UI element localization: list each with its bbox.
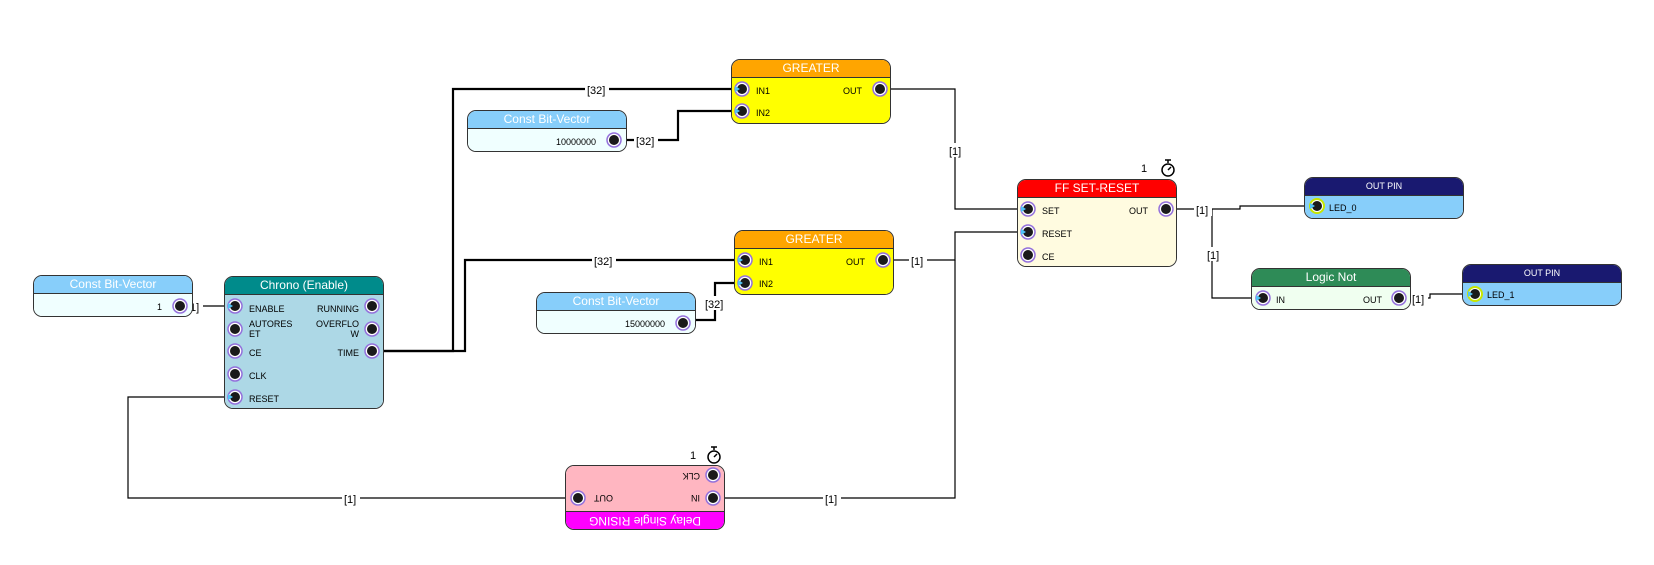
greater-block-2[interactable]: GREATER IN1 IN2 OUT	[734, 230, 894, 295]
port-label-reset: RESET	[249, 394, 280, 404]
wire-greater2-delay[interactable]	[713, 260, 956, 499]
port-label-out: OUT	[1129, 206, 1148, 216]
ff-delay-count: 1	[1141, 163, 1147, 175]
label-delay-chrono: [1]	[344, 494, 356, 506]
label-greater2-out: [1]	[911, 256, 923, 268]
chrono-enable-block[interactable]: Chrono (Enable) ENABLE AUTORES ET CE CLK…	[224, 276, 384, 409]
block-title: OUT PIN	[1305, 178, 1463, 196]
block-title: Chrono (Enable)	[225, 277, 383, 295]
label-time-greater2: [32]	[594, 256, 612, 268]
logic-not-block[interactable]: Logic Not IN OUT	[1251, 268, 1411, 310]
const-value: 15000000	[624, 319, 665, 329]
port-label-enable: ENABLE	[249, 304, 285, 314]
block-title: Const Bit-Vector	[34, 276, 192, 294]
port-label-set: SET	[1042, 206, 1060, 216]
label-not-outpin1: [1]	[1412, 294, 1424, 306]
out-pin-block-led1[interactable]: OUT PIN LED_1	[1462, 264, 1622, 306]
block-title: FF SET-RESET	[1018, 180, 1176, 198]
stopwatch-icon	[707, 446, 721, 464]
port-label-running: RUNNING	[317, 304, 359, 314]
out-pin-block-led0[interactable]: OUT PIN LED_0	[1304, 177, 1464, 219]
port-label-ce: CE	[1042, 252, 1055, 262]
wire-delay-chrono[interactable]	[127, 396, 574, 499]
block-title: GREATER	[735, 231, 893, 249]
block-title: Const Bit-Vector	[537, 293, 695, 311]
const-bit-vector-block-2[interactable]: Const Bit-Vector 10000000	[467, 110, 627, 152]
pin-name: LED_1	[1487, 290, 1515, 300]
port-label-out: OUT	[846, 257, 865, 267]
delay-delay-count: 1	[690, 450, 696, 462]
port-label-in2: IN2	[759, 279, 774, 289]
block-title: OUT PIN	[1463, 265, 1621, 283]
greater-block-1[interactable]: GREATER IN1 IN2 OUT	[731, 59, 891, 124]
port-label-clk: CLK	[249, 371, 267, 381]
port-label-in1: IN1	[756, 86, 771, 96]
port-label-in2: IN2	[756, 108, 771, 118]
port-label-in: IN	[1276, 295, 1285, 305]
block-title: Delay Single RISING	[566, 511, 724, 529]
port-label-in: IN	[691, 493, 700, 503]
port-label-out: OUT	[1363, 295, 1382, 305]
label-greater2-delay: [1]	[825, 494, 837, 506]
port-label-autoreset: AUTORES ET	[249, 319, 293, 339]
ff-set-reset-block[interactable]: FF SET-RESET SET RESET CE OUT	[1017, 179, 1177, 267]
wire-ff-not[interactable]	[1211, 209, 1260, 299]
const-bit-vector-block-1[interactable]: Const Bit-Vector 1	[33, 275, 193, 317]
label-const2-greater1: [32]	[636, 136, 654, 148]
pin-name: LED_0	[1329, 203, 1357, 213]
label-ff-outpin0: [1]	[1196, 205, 1208, 217]
port-label-out: OUT	[843, 86, 862, 96]
label-const3-greater2: [32]	[705, 299, 723, 311]
label-greater1-ff: [1]	[949, 146, 961, 158]
block-title: Const Bit-Vector	[468, 111, 626, 129]
const-value: 10000000	[555, 137, 596, 147]
port-label-in1: IN1	[759, 257, 774, 267]
block-title: Logic Not	[1252, 269, 1410, 287]
block-title: GREATER	[732, 60, 890, 78]
const-value: 1	[156, 302, 162, 312]
port-label-clk: CLK	[682, 471, 700, 481]
stopwatch-icon	[1161, 159, 1175, 177]
port-label-overflow: OVERFLO W	[315, 319, 359, 339]
label-ff-not: [1]	[1207, 250, 1219, 262]
port-label-reset: RESET	[1042, 229, 1073, 239]
port-label-out: OUT	[594, 493, 613, 503]
const-bit-vector-block-3[interactable]: Const Bit-Vector 15000000	[536, 292, 696, 334]
label-time-greater1: [32]	[587, 85, 605, 97]
port-label-ce: CE	[249, 348, 262, 358]
port-label-time: TIME	[337, 348, 360, 358]
delay-single-rising-block[interactable]: Delay Single RISING IN CLK OUT	[565, 465, 725, 530]
